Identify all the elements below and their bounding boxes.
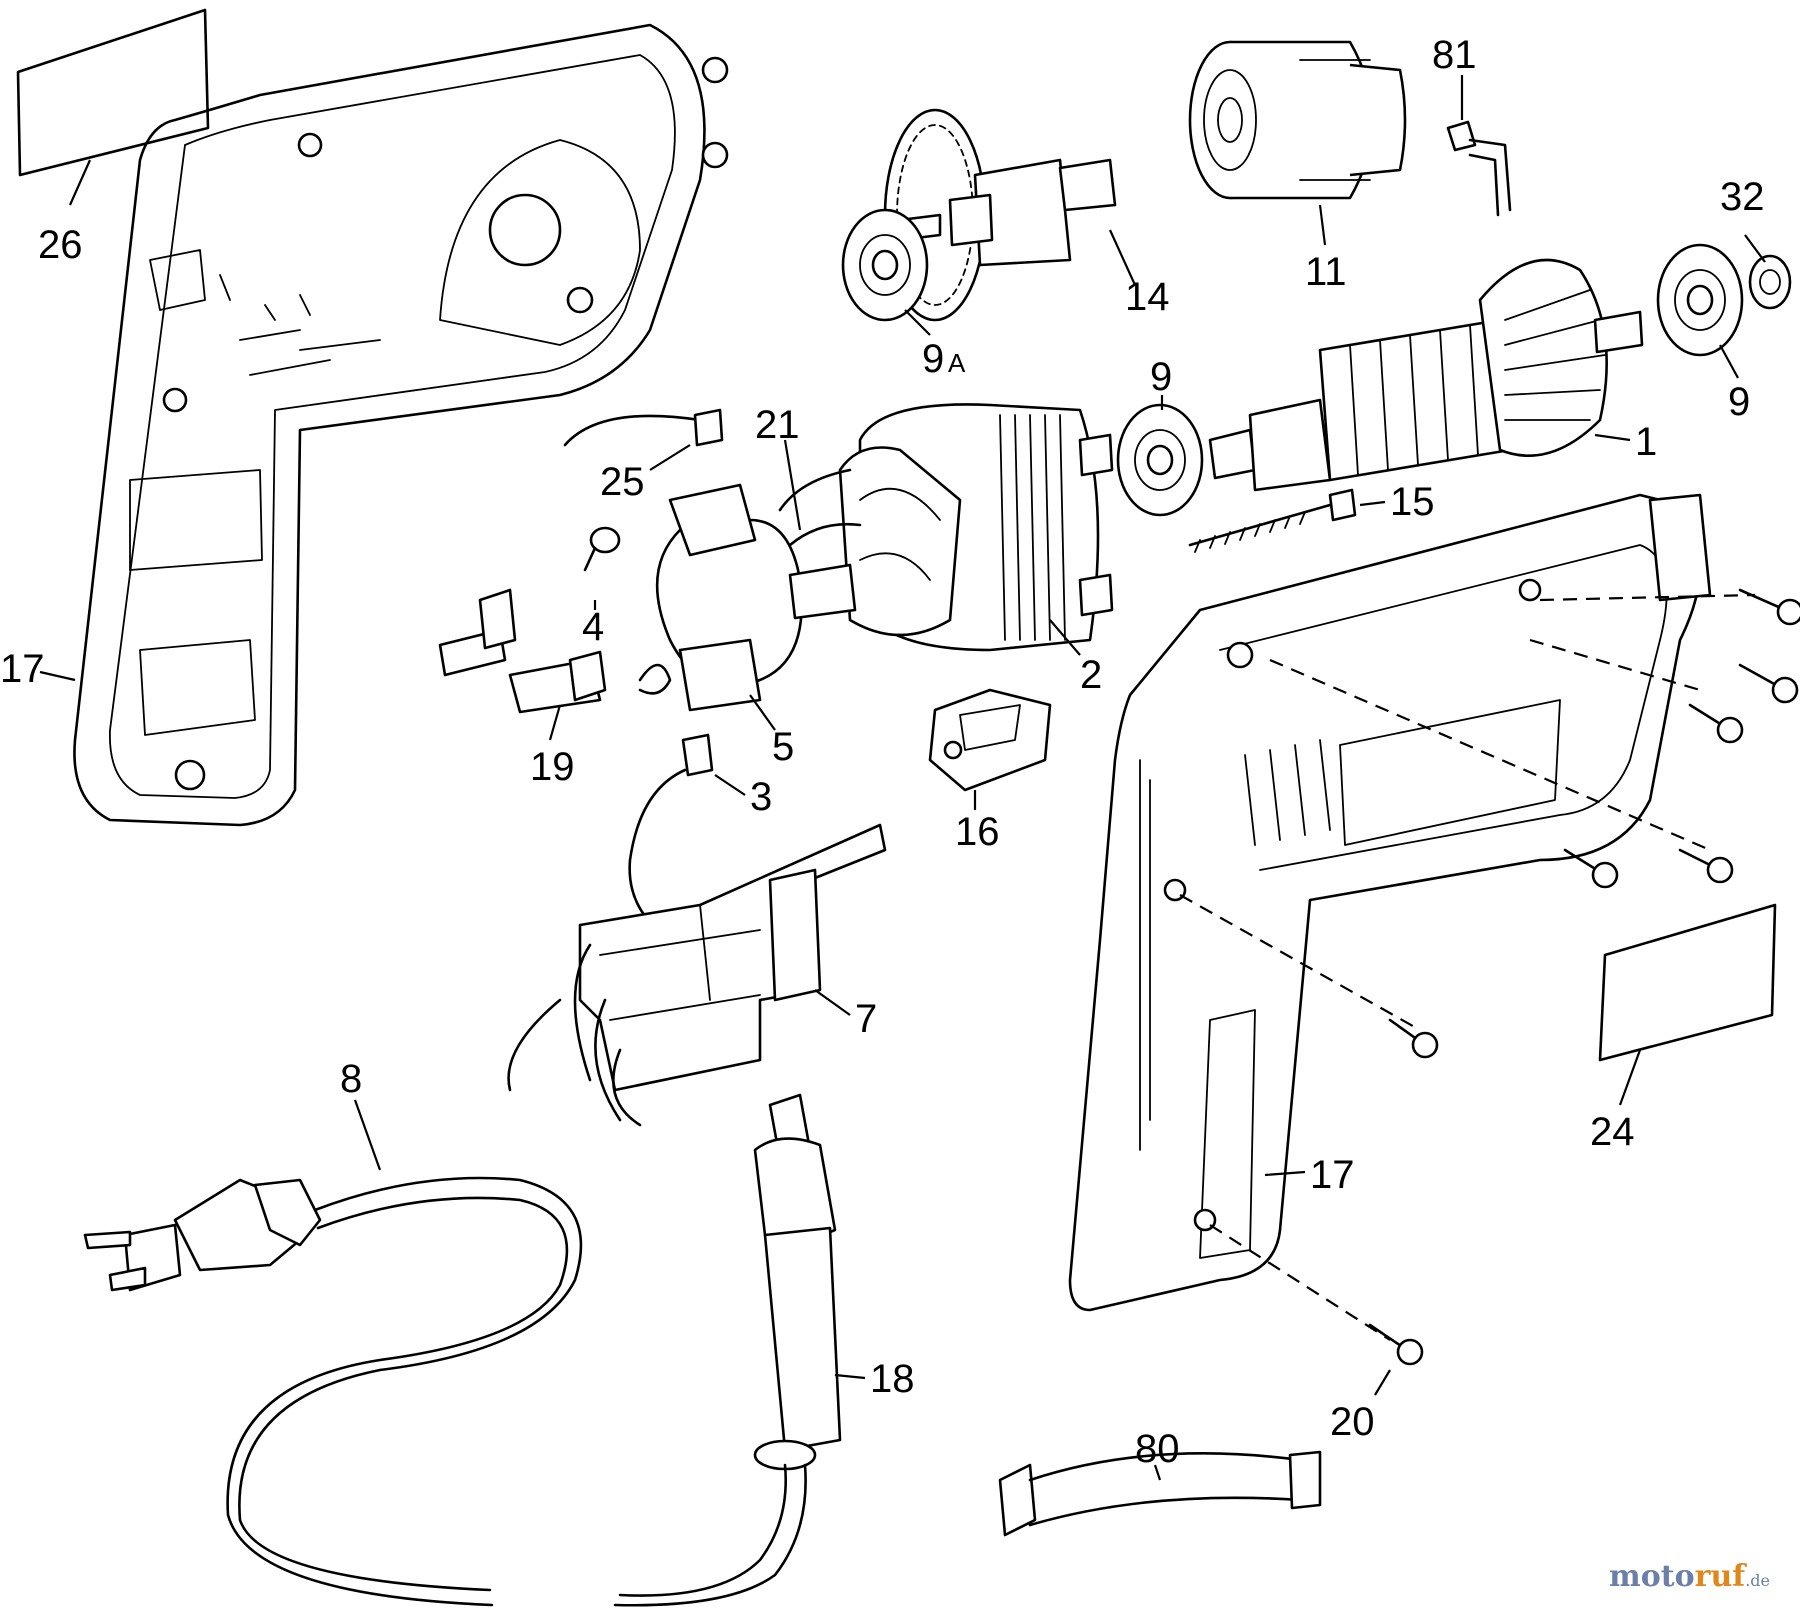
part-2-field	[838, 403, 1114, 656]
watermark: motoruf.de	[1609, 1559, 1770, 1594]
part-21-lead	[778, 439, 862, 547]
callout-19: 19	[530, 745, 575, 789]
callout-17-left: 17	[0, 647, 45, 691]
callout-5: 5	[772, 725, 794, 769]
callout-1: 1	[1635, 420, 1657, 464]
callout-20: 20	[1330, 1400, 1375, 1444]
callout-15: 15	[1390, 480, 1435, 524]
part-9-bearing-middle	[1116, 395, 1204, 517]
part-81-chuck-key	[1446, 75, 1512, 217]
part-17-left-housing	[39, 23, 729, 827]
part-26-label	[16, 8, 210, 206]
part-15-long-screw	[1188, 488, 1386, 553]
part-18-cord-protector	[613, 1093, 866, 1607]
callout-21: 21	[755, 403, 800, 447]
callout-9-middle: 9	[1150, 355, 1172, 399]
callout-8: 8	[340, 1057, 362, 1101]
callout-26: 26	[38, 223, 83, 267]
callout-32: 32	[1720, 175, 1765, 219]
callout-3: 3	[750, 775, 772, 819]
callout-7: 7	[855, 997, 877, 1041]
screw	[1738, 588, 1800, 626]
callout-81: 81	[1432, 33, 1477, 77]
callout-80: 80	[1135, 1427, 1180, 1471]
part-24-label	[1598, 903, 1777, 1106]
callout-14: 14	[1125, 275, 1170, 319]
part-32-bearing	[1744, 234, 1792, 310]
screw	[1563, 848, 1619, 889]
callout-16: 16	[955, 810, 1000, 854]
part-3-switch-lead	[628, 733, 746, 952]
part-20-screw	[1368, 1323, 1424, 1396]
callout-4: 4	[582, 605, 604, 649]
part-80-strap	[998, 1450, 1322, 1537]
part-25-brush-lead	[563, 408, 724, 471]
part-11-chuck	[1188, 40, 1407, 246]
screw	[1678, 848, 1734, 884]
callout-9-right: 9	[1728, 380, 1750, 424]
part-17-right-housing	[1068, 493, 1712, 1312]
callout-18: 18	[870, 1357, 915, 1401]
screw	[1388, 1018, 1439, 1059]
callout-24: 24	[1590, 1110, 1635, 1154]
callouts: 26 17 81 32 14 11 9 A 9 9 1 21 25 15 4 2…	[0, 33, 1765, 1471]
callout-2: 2	[1080, 653, 1102, 697]
housing-screws	[1179, 588, 1800, 1396]
callout-25: 25	[600, 460, 645, 504]
part-4-brush-spring	[583, 526, 621, 610]
part-19-brush	[438, 588, 672, 741]
callout-17-right: 17	[1310, 1153, 1355, 1197]
callout-9a-suffix: A	[948, 348, 966, 378]
part-1-armature	[1208, 258, 1644, 492]
part-8-power-cord	[83, 1099, 583, 1607]
screw	[1738, 663, 1799, 704]
callout-11: 11	[1305, 250, 1347, 294]
screw	[1688, 703, 1744, 744]
part-7-switch	[507, 823, 887, 1127]
part-9a-bearing	[841, 208, 931, 336]
part-9-bearing-right	[1656, 243, 1744, 379]
part-16-cord-clamp	[928, 688, 1052, 810]
part-5-brush-holder	[655, 483, 857, 731]
callout-9a: 9	[922, 337, 944, 381]
